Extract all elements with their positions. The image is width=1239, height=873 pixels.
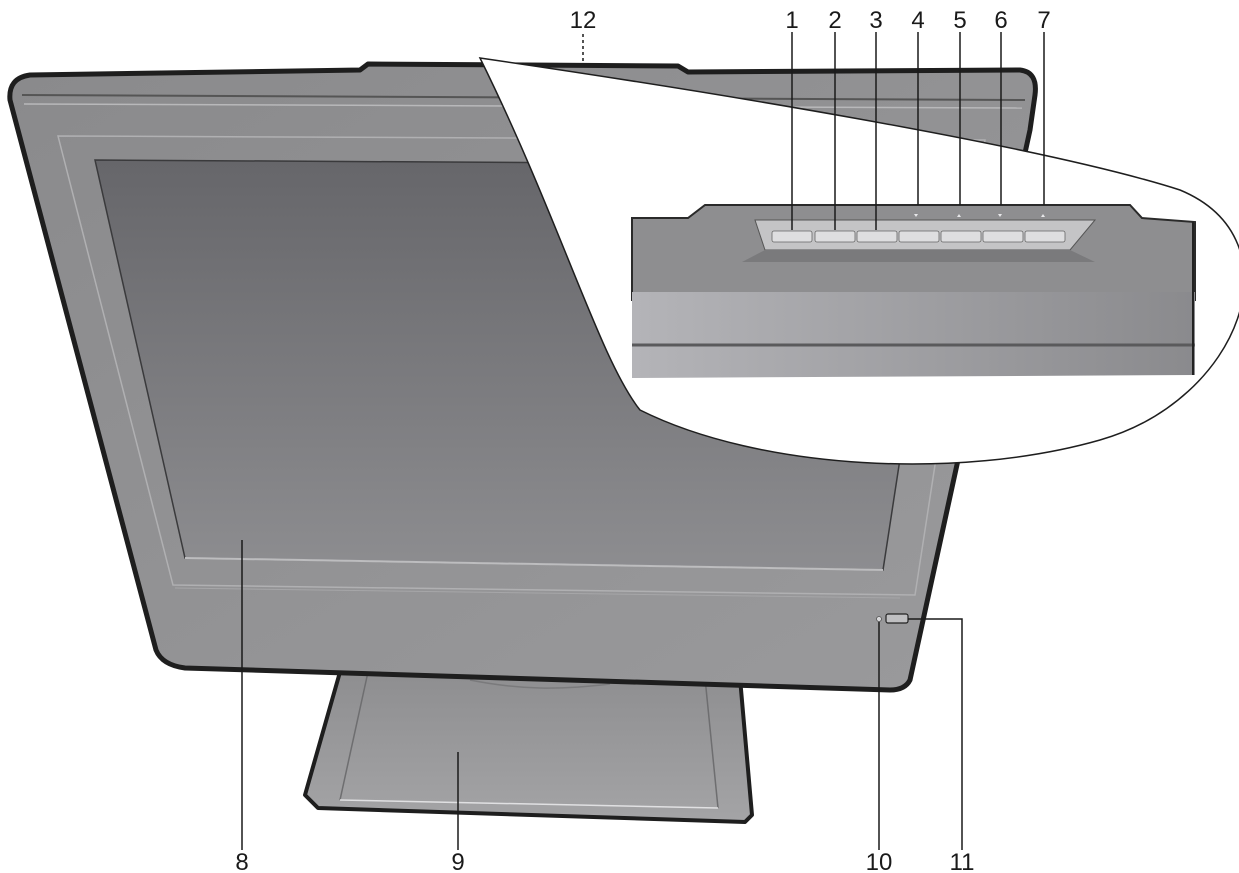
zoom-detail (478, 57, 1239, 465)
callout-2: 2 (828, 7, 841, 34)
button-2[interactable] (814, 230, 856, 243)
callout-11: 11 (950, 849, 975, 873)
button-7[interactable] (1024, 230, 1066, 243)
callout-12: 12 (570, 7, 597, 34)
callout-6: 6 (994, 7, 1007, 34)
arrow-up-icon (957, 214, 961, 217)
button-1[interactable] (771, 230, 813, 243)
callout-5: 5 (953, 7, 966, 34)
callout-4: 4 (911, 7, 924, 34)
callout-9: 9 (451, 849, 464, 873)
led-indicator (876, 616, 882, 622)
arrow-down-icon (914, 214, 918, 217)
arrow-down-icon (998, 214, 1002, 217)
button-6[interactable] (982, 230, 1024, 243)
leader-lines (241, 32, 1045, 850)
callout-7: 7 (1037, 7, 1050, 34)
callout-labels: 1 2 3 4 5 6 7 8 9 10 11 12 (235, 7, 1050, 873)
button-4[interactable] (898, 230, 940, 243)
callout-3: 3 (869, 7, 882, 34)
stand (303, 670, 754, 824)
power-button-icon[interactable] (885, 613, 909, 624)
arrow-up-icon (1041, 214, 1045, 217)
callout-10: 10 (866, 849, 893, 873)
button-3[interactable] (856, 230, 898, 243)
power-area (876, 613, 909, 624)
button-5[interactable] (940, 230, 982, 243)
callout-1: 1 (785, 7, 798, 34)
callout-8: 8 (235, 849, 248, 873)
